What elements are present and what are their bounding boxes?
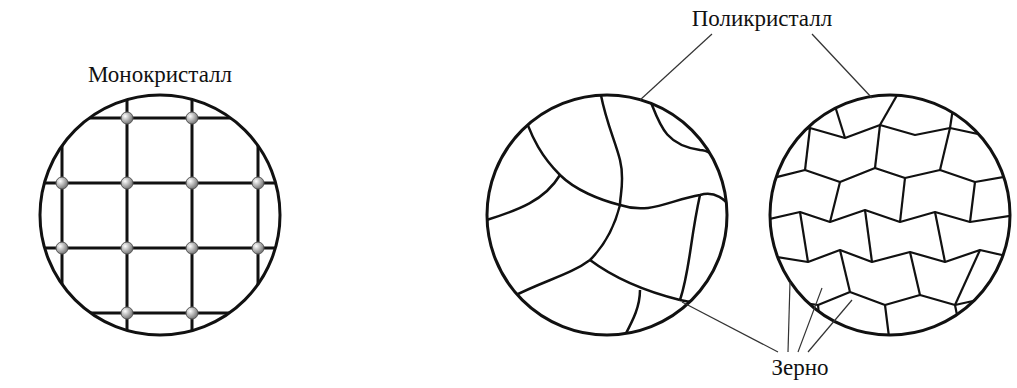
callout-label: Зерно bbox=[769, 355, 830, 380]
structure-label: Поликристалл bbox=[690, 6, 834, 31]
crystal-lattice bbox=[30, 80, 290, 350]
coarse-grains bbox=[480, 90, 735, 345]
coarse-polycrystal-circle bbox=[487, 95, 727, 335]
leader-lines bbox=[640, 34, 872, 352]
monocrystal-circle bbox=[40, 95, 280, 335]
fine-grains bbox=[765, 90, 1015, 345]
lattice-atoms bbox=[56, 112, 264, 319]
fine-polycrystal-circle bbox=[770, 95, 1010, 335]
structure-label: Монокристалл bbox=[86, 62, 234, 87]
